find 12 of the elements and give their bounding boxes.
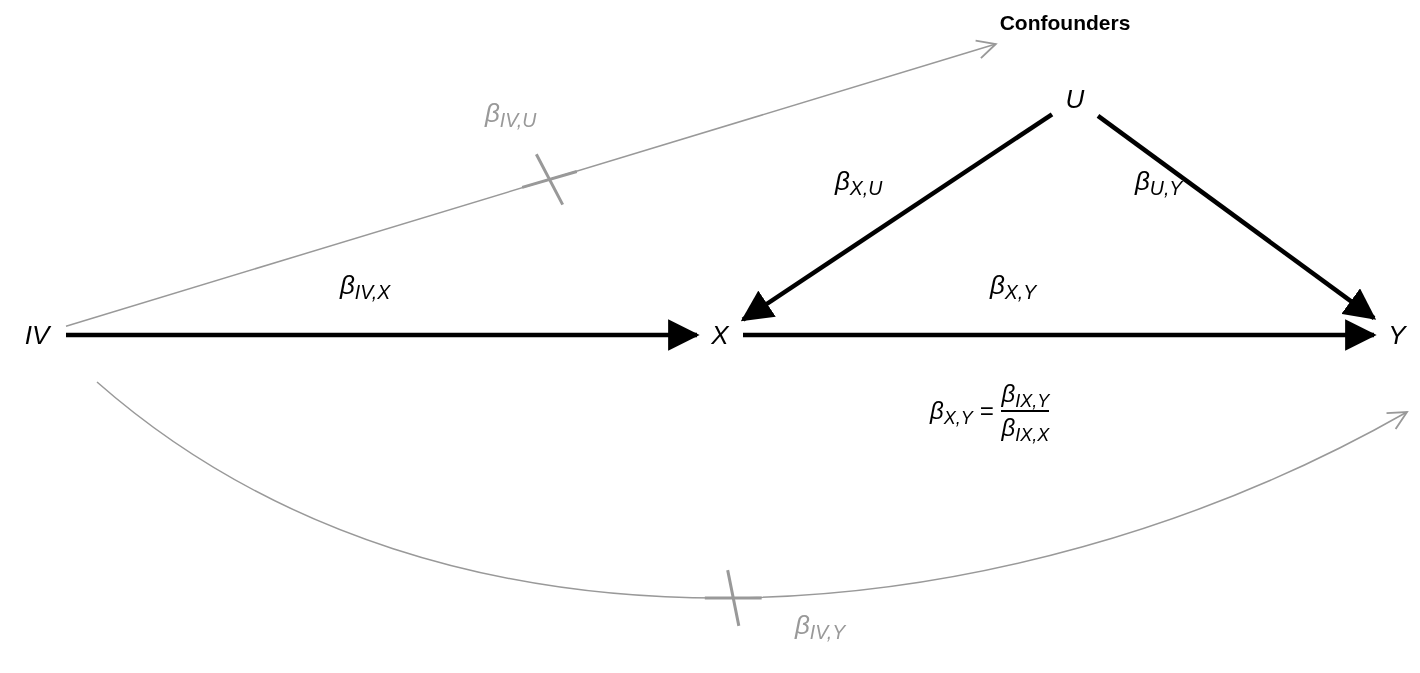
- variable-label: Y: [1388, 318, 1406, 352]
- variable-label: X: [711, 318, 729, 352]
- arrow: [66, 319, 700, 351]
- arrow: [743, 319, 1377, 351]
- arrow: [96, 381, 1408, 599]
- variable-label: IV: [24, 318, 50, 352]
- arrow: [1096, 114, 1377, 320]
- formula-text: β$_{IX,Y}$: [1001, 382, 1050, 410]
- group-heading: Confounders: [999, 10, 1131, 37]
- arrow: [740, 112, 1054, 322]
- variable-label: U: [1065, 82, 1085, 116]
- arrow: [65, 39, 997, 327]
